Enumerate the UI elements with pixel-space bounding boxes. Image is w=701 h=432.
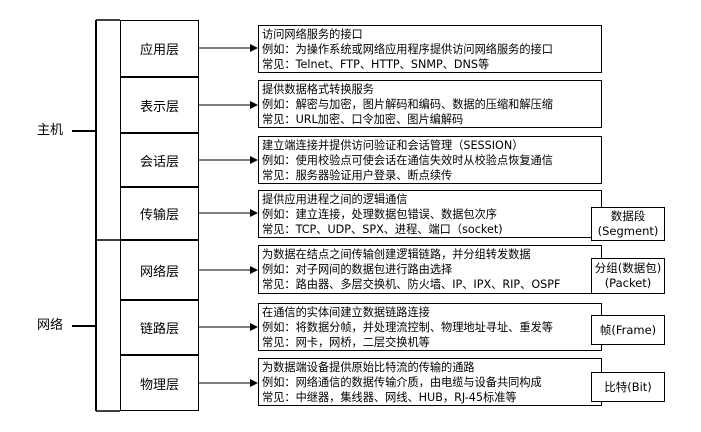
pdu-label: 帧(Frame) — [599, 322, 657, 337]
desc-line: 例如：对子网间的数据包进行路由选择 — [262, 263, 453, 276]
desc-line: 常见：网卡，网桥，二层交换机等 — [262, 336, 430, 349]
desc-line: 例如：解密与加密，图片解码和编码、数据的压缩和解压缩 — [262, 98, 553, 111]
arrow-head-icon — [250, 379, 258, 387]
desc-line: 常见：Telnet、FTP、HTTP、SNMP、DNS等 — [262, 58, 490, 71]
desc-line: 常见：URL加密、口令加密、图片编解码 — [262, 113, 464, 126]
layer-label: 会话层 — [139, 154, 179, 170]
layer-application: 应用层 — [120, 20, 199, 77]
desc-session: 建立端连接并提供访问验证和会话管理（SESSION） 例如：使用校验点可使会话在… — [258, 136, 602, 184]
desc-line: 例如：将数据分帧，并处理流控制、物理地址寻址、重发等 — [262, 321, 553, 334]
desc-line: 访问网络服务的接口 — [262, 28, 363, 41]
pdu-label: 数据段 — [610, 209, 646, 223]
desc-line: 常见：TCP、UDP、SPX、进程、端口（socket) — [262, 223, 503, 236]
desc-line: 提供应用进程之间的逻辑通信 — [262, 193, 408, 206]
desc-line: 例如：网络通信的数据传输介质，由电缆与设备共同构成 — [262, 376, 542, 389]
layer-label: 表示层 — [139, 99, 179, 115]
desc-physical: 为数据端设备提供原始比特流的传输的通路 例如：网络通信的数据传输介质，由电缆与设… — [258, 358, 602, 406]
arrow-head-icon — [250, 266, 258, 274]
desc-line: 例如：为操作系统或网络应用程序提供访问网络服务的接口 — [262, 43, 553, 56]
desc-data-link: 在通信的实体间建立数据链路连接 例如：将数据分帧，并处理流控制、物理地址寻址、重… — [258, 303, 602, 351]
pdu-label: 比特(Bit) — [604, 379, 652, 394]
arrow-head-icon — [250, 323, 258, 331]
pdu-bit: 比特(Bit) — [591, 372, 665, 402]
layer-presentation: 表示层 — [120, 77, 199, 133]
desc-line: 常见：中继器，集线器、网线、HUB，RJ-45标准等 — [262, 391, 517, 404]
layer-transport: 传输层 — [120, 187, 199, 240]
layer-label: 传输层 — [139, 208, 179, 223]
layer-data-link: 链路层 — [120, 300, 199, 355]
desc-presentation: 提供数据格式转换服务 例如：解密与加密，图片解码和编码、数据的压缩和解压缩 常见… — [258, 80, 602, 128]
pdu-segment: 数据段 (Segment) — [591, 207, 665, 241]
layer-network: 网络层 — [120, 240, 199, 300]
desc-line: 在通信的实体间建立数据链路连接 — [262, 306, 430, 319]
layer-label: 链路层 — [139, 322, 179, 337]
desc-application: 访问网络服务的接口 例如：为操作系统或网络应用程序提供访问网络服务的接口 常见：… — [258, 25, 602, 73]
group-label-host: 主机 — [37, 123, 64, 138]
layer-session: 会话层 — [120, 133, 199, 187]
arrow-head-icon — [250, 209, 258, 217]
layer-label: 网络层 — [139, 264, 179, 280]
pdu-sublabel: (Packet) — [604, 276, 652, 290]
arrow-head-icon — [250, 44, 258, 52]
desc-line: 常见：路由器、多层交换机、防火墙、IP、IPX、RIP、OSPF — [262, 278, 561, 291]
desc-line: 建立端连接并提供访问验证和会话管理（SESSION） — [262, 139, 524, 152]
desc-line: 为数据在结点之间传输创建逻辑链路，并分组转发数据 — [262, 248, 531, 261]
pdu-label: 分组(数据包) — [594, 261, 662, 275]
pdu-frame: 帧(Frame) — [591, 315, 665, 345]
desc-line: 提供数据格式转换服务 — [262, 83, 374, 96]
desc-network: 为数据在结点之间传输创建逻辑链路，并分组转发数据 例如：对子网间的数据包进行路由… — [258, 245, 602, 294]
desc-line: 常见：服务器验证用户登录、断点续传 — [262, 169, 453, 182]
layer-label: 应用层 — [139, 43, 179, 58]
layer-label: 物理层 — [139, 377, 179, 393]
desc-transport: 提供应用进程之间的逻辑通信 例如：建立连接，处理数据包错误、数据包次序 常见：T… — [258, 190, 602, 238]
pdu-packet: 分组(数据包) (Packet) — [591, 258, 665, 294]
layer-physical: 物理层 — [120, 355, 199, 411]
arrow-head-icon — [250, 156, 258, 164]
desc-line: 为数据端设备提供原始比特流的传输的通路 — [262, 361, 475, 374]
pdu-sublabel: (Segment) — [597, 224, 659, 238]
desc-line: 例如：使用校验点可使会话在通信失效时从校验点恢复通信 — [262, 154, 553, 167]
desc-line: 例如：建立连接，处理数据包错误、数据包次序 — [262, 208, 497, 221]
arrow-head-icon — [250, 101, 258, 109]
group-label-network: 网络 — [37, 318, 64, 333]
